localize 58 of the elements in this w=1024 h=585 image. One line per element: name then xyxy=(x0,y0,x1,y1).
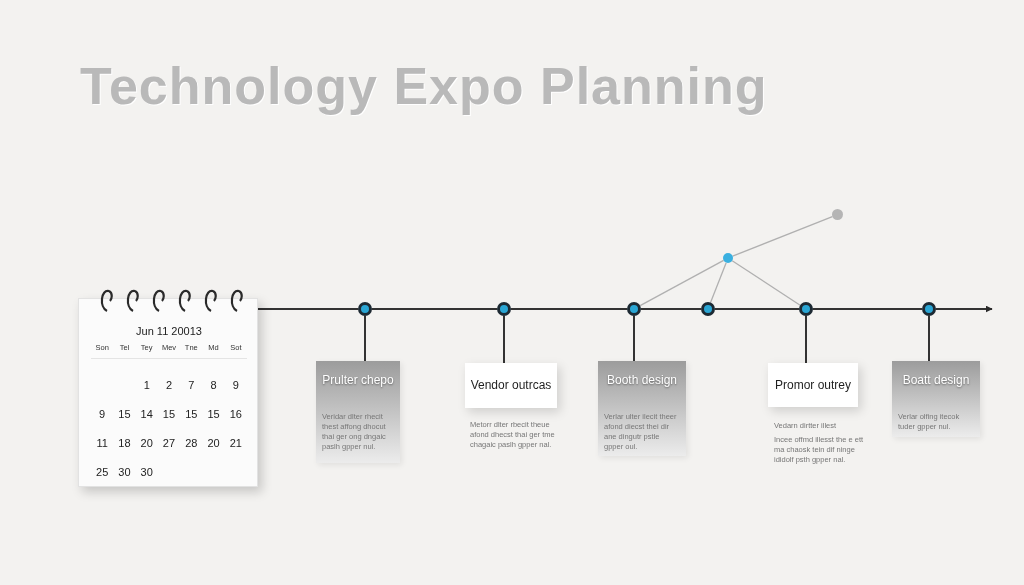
timeline-line xyxy=(935,305,993,313)
milestone-card xyxy=(316,361,400,463)
timeline-line xyxy=(812,308,923,310)
page-title: Technology Expo Planning xyxy=(80,56,768,116)
timeline-line xyxy=(640,308,702,310)
connector-line xyxy=(639,259,725,307)
timeline-line xyxy=(928,315,930,362)
calendar-date: 9 xyxy=(231,379,240,391)
timeline-line xyxy=(503,315,505,364)
card-title: Vendor outrcas xyxy=(470,378,552,393)
card-title: Prulter chepo xyxy=(322,373,394,388)
calendar-date: 20 xyxy=(206,437,221,449)
calendar-date: 20 xyxy=(139,437,154,449)
milestone-dot xyxy=(701,302,715,316)
calendar-date: 16 xyxy=(228,408,243,420)
calendar-date: 1 xyxy=(142,379,151,391)
calendar-date: 18 xyxy=(117,437,132,449)
calendar-month: Jun 11 20013 xyxy=(135,325,203,337)
timeline-line xyxy=(805,315,807,364)
calendar-date: 30 xyxy=(117,466,132,478)
milestone-dot xyxy=(358,302,372,316)
milestone-dot xyxy=(922,302,936,316)
connector-line xyxy=(731,260,801,306)
milestone-card xyxy=(598,361,686,456)
calendar-date: 9 xyxy=(98,408,107,420)
timeline-line xyxy=(364,315,366,362)
connector-dot xyxy=(832,209,843,220)
calendar-date: 21 xyxy=(228,437,243,449)
calendar-date: 15 xyxy=(206,408,221,420)
timeline-line xyxy=(714,308,800,310)
timeline-line xyxy=(257,308,359,310)
calendar-date: 25 xyxy=(95,466,110,478)
calendar-date: 15 xyxy=(161,408,177,420)
connector-line xyxy=(732,215,834,257)
calendar-date: 27 xyxy=(161,437,177,449)
timeline-line xyxy=(371,308,498,310)
milestone-card xyxy=(465,363,557,408)
milestone-dot xyxy=(627,302,641,316)
milestone-dot xyxy=(799,302,813,316)
calendar-date: 15 xyxy=(117,408,132,420)
connector-line xyxy=(709,262,727,304)
timeline-line xyxy=(510,308,628,310)
calendar-date: 14 xyxy=(139,408,154,420)
card-title: Boatt design xyxy=(901,373,971,388)
calendar-date: 11 xyxy=(95,437,109,449)
milestone-card xyxy=(768,363,858,407)
card-title: Promor outrey xyxy=(775,377,851,393)
calendar-date: 30 xyxy=(139,466,154,478)
calendar-date: 28 xyxy=(184,437,199,449)
calendar-date: 8 xyxy=(209,379,218,391)
milestone-card xyxy=(892,361,980,437)
connector-dot xyxy=(723,253,733,263)
timeline-line xyxy=(633,315,635,362)
calendar-date: 15 xyxy=(184,408,199,420)
calendar-date: 7 xyxy=(187,379,196,391)
calendar-date: 2 xyxy=(164,379,174,391)
milestone-dot xyxy=(497,302,511,316)
card-title: Booth design xyxy=(605,373,679,388)
